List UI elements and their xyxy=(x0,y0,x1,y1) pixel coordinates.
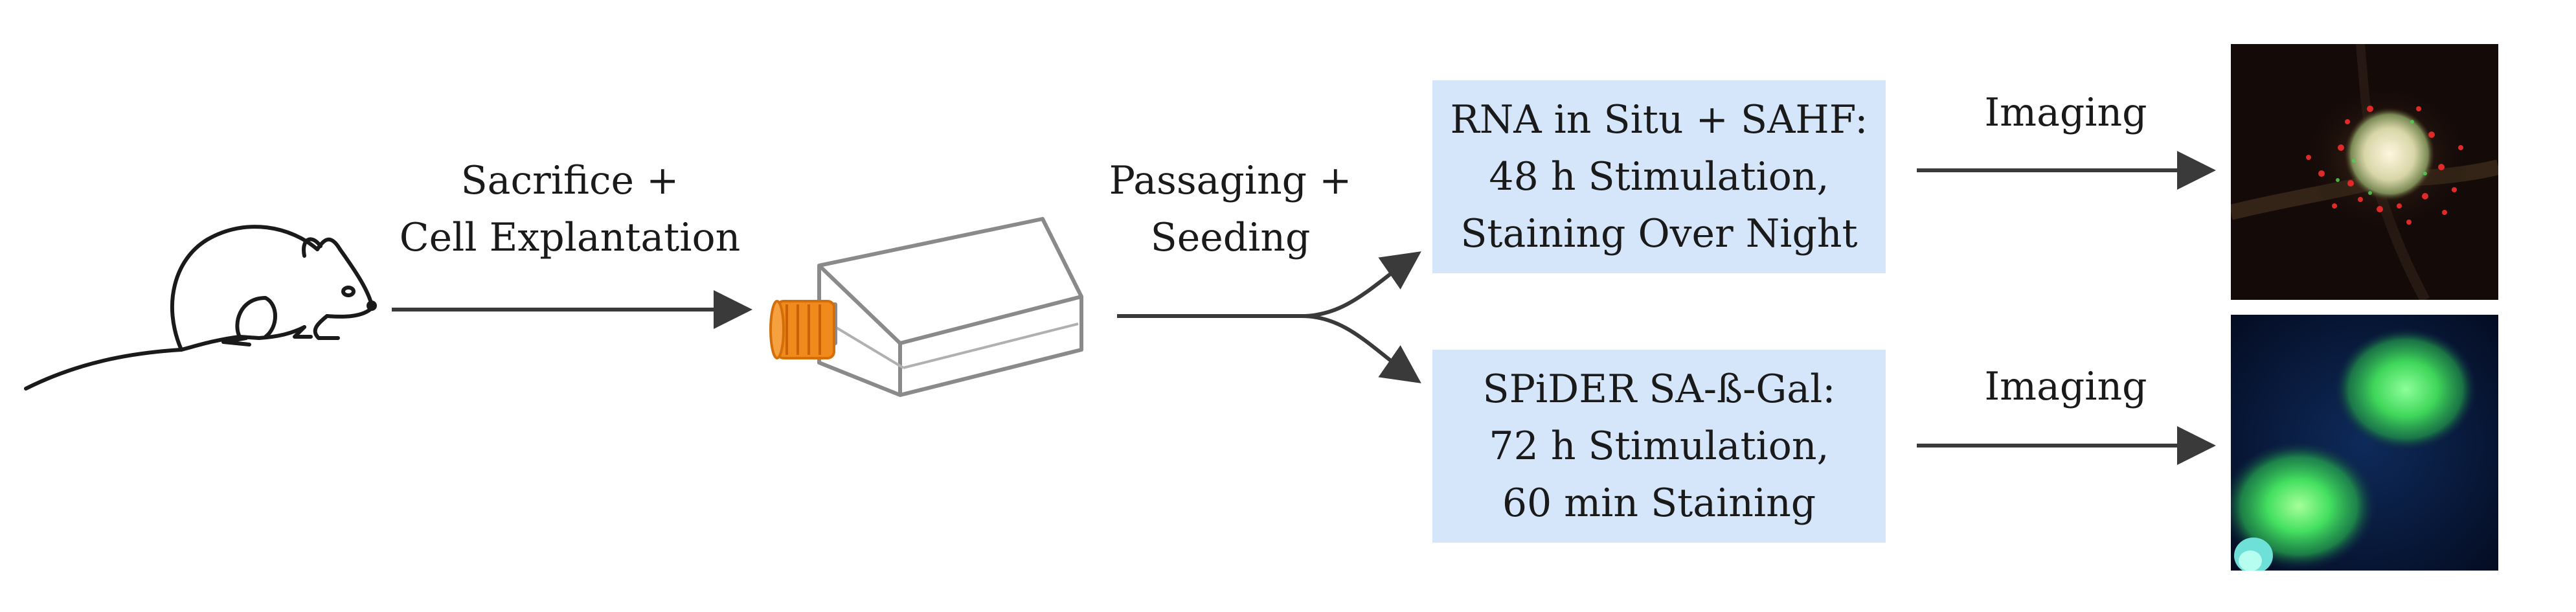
imaging-label-top: Imaging xyxy=(1936,84,2195,141)
rna-box-line2: 48 h Stimulation, xyxy=(1489,154,1829,199)
imaging-label-bottom-text: Imaging xyxy=(1984,364,2147,409)
sacrifice-label: Sacrifice + Cell Explantation xyxy=(389,152,751,266)
sacrifice-label-line1: Sacrifice + xyxy=(460,158,679,203)
rna-box-line1: RNA in Situ + SAHF: xyxy=(1450,97,1868,142)
micrograph-top xyxy=(2231,44,2498,300)
micrograph-bottom xyxy=(2231,315,2498,571)
flask-cap-icon xyxy=(769,300,835,359)
mouse-icon xyxy=(24,225,377,391)
sacrifice-label-line2: Cell Explantation xyxy=(399,215,741,260)
spider-box-line1: SPiDER SA-ß-Gal: xyxy=(1482,367,1836,412)
rna-box-line3: Staining Over Night xyxy=(1460,211,1858,256)
fork-arrow-top xyxy=(1301,251,1421,318)
passaging-label: Passaging + Seeding xyxy=(1094,152,1366,266)
rna-in-situ-box: RNA in Situ + SAHF: 48 h Stimulation, St… xyxy=(1432,80,1886,273)
imaging-label-top-text: Imaging xyxy=(1984,90,2147,135)
passaging-label-line1: Passaging + xyxy=(1109,158,1352,203)
fork-arrow-bottom xyxy=(1301,314,1421,383)
spider-box-line2: 72 h Stimulation, xyxy=(1489,424,1829,469)
fluorescence-micrograph-green-cells xyxy=(2231,315,2498,571)
spider-box-line3: 60 min Staining xyxy=(1502,481,1816,526)
imaging-label-bottom: Imaging xyxy=(1936,358,2195,415)
fluorescence-micrograph-red-green-cell xyxy=(2231,44,2498,300)
cell-culture-flask-icon xyxy=(817,217,1083,397)
passaging-label-line2: Seeding xyxy=(1150,215,1311,260)
spider-sa-gal-box: SPiDER SA-ß-Gal: 72 h Stimulation, 60 mi… xyxy=(1432,350,1886,543)
